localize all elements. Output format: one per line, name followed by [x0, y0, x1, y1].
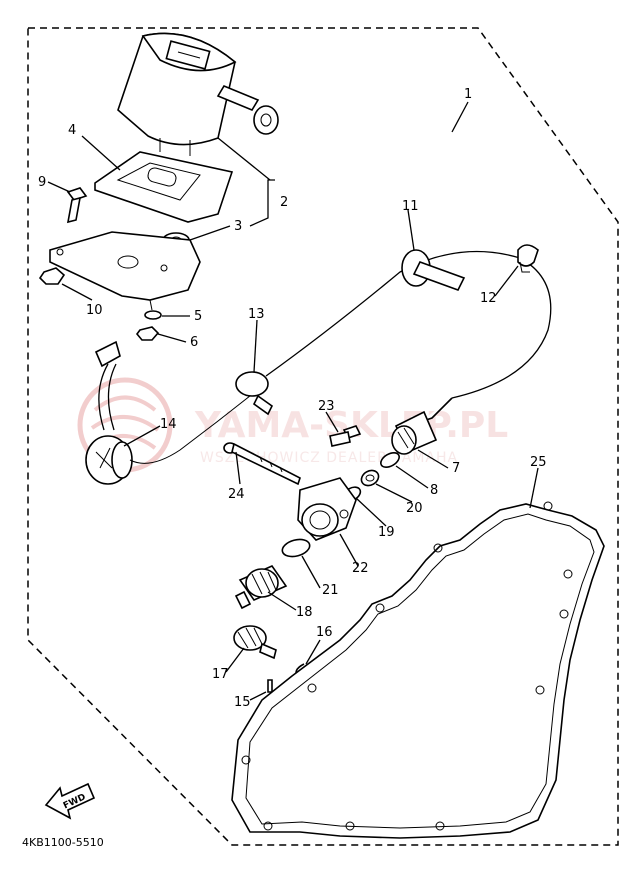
callout-12: 12 — [480, 291, 497, 306]
nut-10 — [38, 267, 66, 285]
meter-stay-plate — [49, 231, 201, 311]
oil-seal-20 — [360, 469, 380, 487]
callout-9: 9 — [38, 175, 46, 190]
callout-20: 20 — [406, 501, 423, 516]
bolt-23 — [329, 425, 362, 447]
callout-labels: 1 2 3 4 5 6 7 8 9 10 11 12 13 14 15 16 1… — [38, 87, 547, 710]
drive-gear-17 — [233, 625, 277, 660]
callout-10: 10 — [86, 303, 103, 318]
callout-13: 13 — [248, 307, 265, 322]
o-ring-8 — [380, 451, 400, 469]
callout-2: 2 — [280, 195, 288, 210]
callout-5: 5 — [194, 309, 202, 324]
callout-19: 19 — [378, 525, 395, 540]
callout-17: 17 — [212, 667, 229, 682]
callout-23: 23 — [318, 399, 335, 414]
callout-4: 4 — [68, 123, 76, 138]
o-ring-21 — [281, 538, 311, 558]
cable-run — [265, 250, 552, 399]
crankcase-gasket-25 — [231, 501, 605, 839]
assembly-boundary — [27, 27, 619, 846]
callout-15: 15 — [234, 695, 251, 710]
bolt-9 — [66, 187, 88, 224]
document-code: 4KB1100-5510 — [22, 836, 104, 849]
drive-gear-unit — [391, 397, 453, 455]
callout-18: 18 — [296, 605, 313, 620]
meter-bracket — [94, 151, 234, 223]
callout-25: 25 — [530, 455, 547, 470]
callout-14: 14 — [160, 417, 177, 432]
callout-3: 3 — [234, 219, 242, 234]
nut-6 — [135, 326, 160, 341]
callout-24: 24 — [228, 487, 245, 502]
watermark: YAMA-SKLEP.PL WSZECHOWICZ DEALER YAMAHA — [77, 377, 508, 473]
gear-housing-22 — [297, 477, 357, 541]
bolt-24 — [223, 442, 301, 486]
leader-lines — [47, 101, 539, 701]
meter-cable — [85, 340, 261, 485]
callout-21: 21 — [322, 583, 339, 598]
callout-22: 22 — [352, 561, 369, 576]
callout-7: 7 — [452, 461, 460, 476]
cable-clamp-13 — [235, 371, 274, 416]
callout-16: 16 — [316, 625, 333, 640]
callout-6: 6 — [190, 335, 198, 350]
clip-12 — [517, 244, 539, 273]
driven-gear-18 — [234, 565, 288, 610]
watermark-brand: YAMA-SKLEP.PL — [194, 405, 508, 446]
forward-arrow: FWD — [44, 782, 96, 820]
washer-5 — [144, 310, 162, 320]
pin-15 — [267, 679, 273, 693]
callout-8: 8 — [430, 483, 438, 498]
callout-11: 11 — [402, 199, 419, 214]
speedometer-housing — [117, 32, 279, 156]
callout-1: 1 — [464, 87, 472, 102]
cable-band-11 — [401, 249, 466, 291]
forward-arrow-icon — [44, 782, 96, 820]
